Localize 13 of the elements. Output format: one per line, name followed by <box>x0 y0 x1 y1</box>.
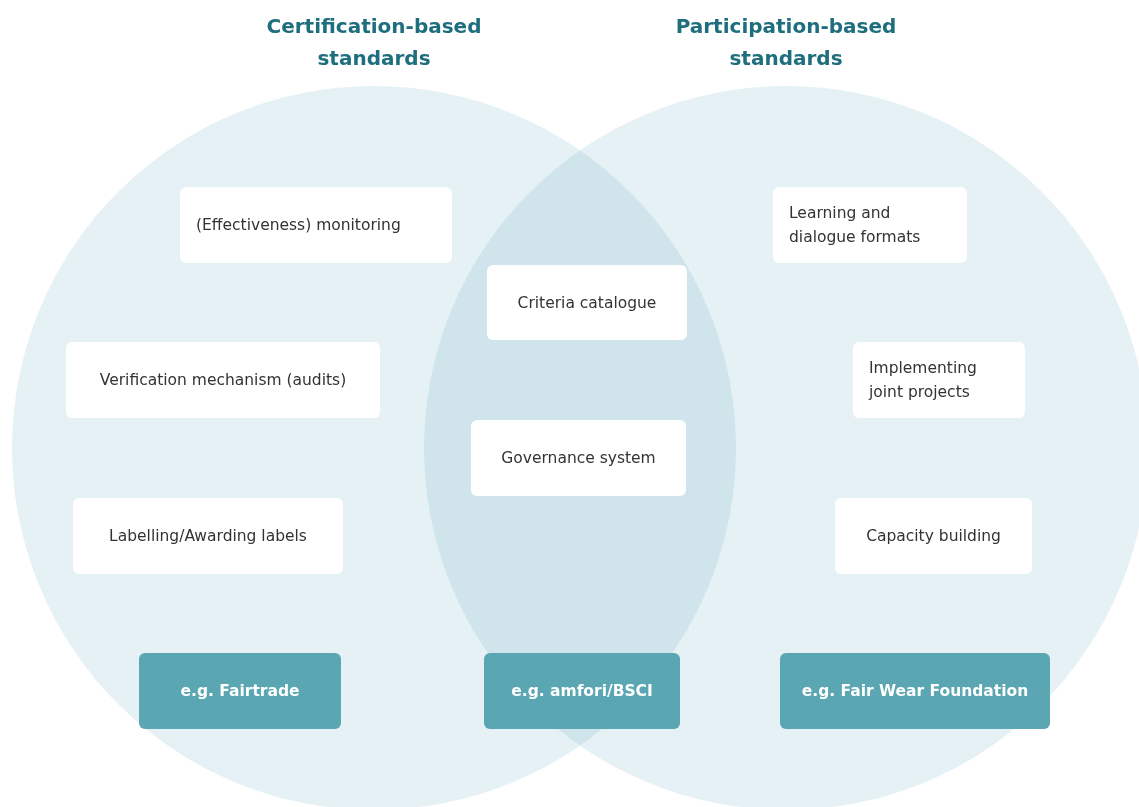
circle-heading: Certification-based standards <box>265 13 483 72</box>
example-box: e.g. Fair Wear Foundation <box>780 653 1050 729</box>
feature-box: Verification mechanism (audits) <box>66 342 380 418</box>
example-box: e.g. amfori/BSCI <box>484 653 680 729</box>
feature-box: Implementing joint projects <box>853 342 1025 418</box>
circle-heading: Participation-based standards <box>674 13 898 72</box>
feature-box: Governance system <box>471 420 686 496</box>
example-box: e.g. Fairtrade <box>139 653 341 729</box>
feature-box: Capacity building <box>835 498 1032 574</box>
feature-box: Learning and dialogue formats <box>773 187 967 263</box>
feature-box: Criteria catalogue <box>487 265 687 340</box>
feature-box: Labelling/Awarding labels <box>73 498 343 574</box>
feature-box: (Effectiveness) monitoring <box>180 187 452 263</box>
